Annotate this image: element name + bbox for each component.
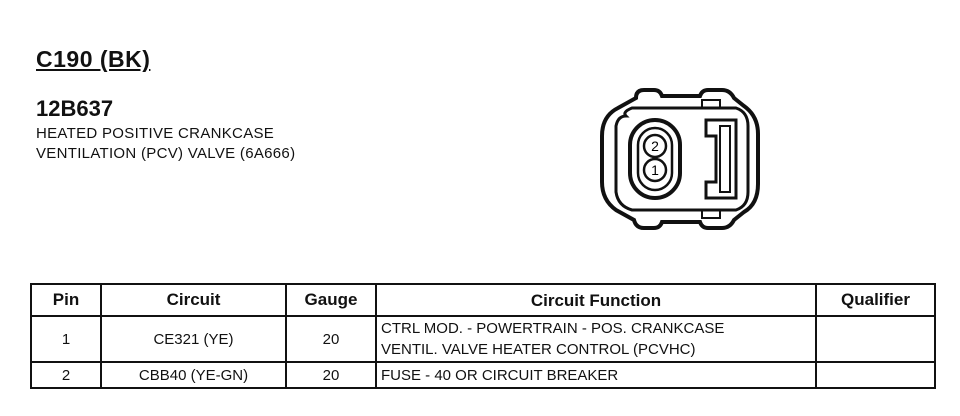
cell-pin: 1 [30,315,102,363]
pin-2-circle [642,133,668,159]
cell-gauge: 20 [285,315,377,363]
pin-1-label: 1 [651,162,659,178]
description-line: HEATED POSITIVE CRANKCASE [36,125,275,142]
cell-pin: 2 [30,361,102,389]
header-pin: Pin [30,283,102,317]
function-line: VENTIL. VALVE HEATER CONTROL (PCVHC) [381,341,696,358]
header-circuit: Circuit [100,283,287,317]
header-gauge: Gauge [285,283,377,317]
pin-cavity-inner [636,126,674,192]
pinout-table: Pin Circuit Gauge Circuit Function Quali… [30,283,936,389]
cell-qualifier [815,315,936,363]
cell-qualifier [815,361,936,389]
table-row: 1 CE321 (YE) 20 CTRL MOD. - POWERTRAIN -… [30,315,936,363]
header-qualifier: Qualifier [815,283,936,317]
cell-circuit: CBB40 (YE-GN) [100,361,287,389]
connector-latch [704,118,738,200]
top-key [701,99,721,109]
table-header-row: Pin Circuit Gauge Circuit Function Quali… [30,283,936,317]
function-line: FUSE - 40 OR CIRCUIT BREAKER [381,366,619,384]
pin-2-label: 2 [651,138,659,154]
connector-id: C190 (BK) [36,46,151,72]
connector-housing [600,88,760,230]
description-line: VENTILATION (PCV) VALVE (6A666) [36,145,296,162]
latch-slot [719,125,731,193]
connector-inner-housing [614,106,750,212]
table-row: 2 CBB40 (YE-GN) 20 FUSE - 40 OR CIRCUIT … [30,361,936,389]
bottom-key [701,209,721,219]
pin-1-circle [642,157,668,183]
connector-face-diagram: 2 1 [600,88,760,230]
cell-circuit-function: CTRL MOD. - POWERTRAIN - POS. CRANKCASE … [375,315,817,363]
cell-circuit-function: FUSE - 40 OR CIRCUIT BREAKER [375,361,817,389]
component-description: HEATED POSITIVE CRANKCASE VENTILATION (P… [36,124,295,164]
part-number: 12B637 [36,96,114,121]
function-line: CTRL MOD. - POWERTRAIN - POS. CRANKCASE [381,320,725,337]
cell-gauge: 20 [285,361,377,389]
pin-cavity [628,118,682,200]
header-circuit-function: Circuit Function [375,283,817,317]
cell-circuit: CE321 (YE) [100,315,287,363]
